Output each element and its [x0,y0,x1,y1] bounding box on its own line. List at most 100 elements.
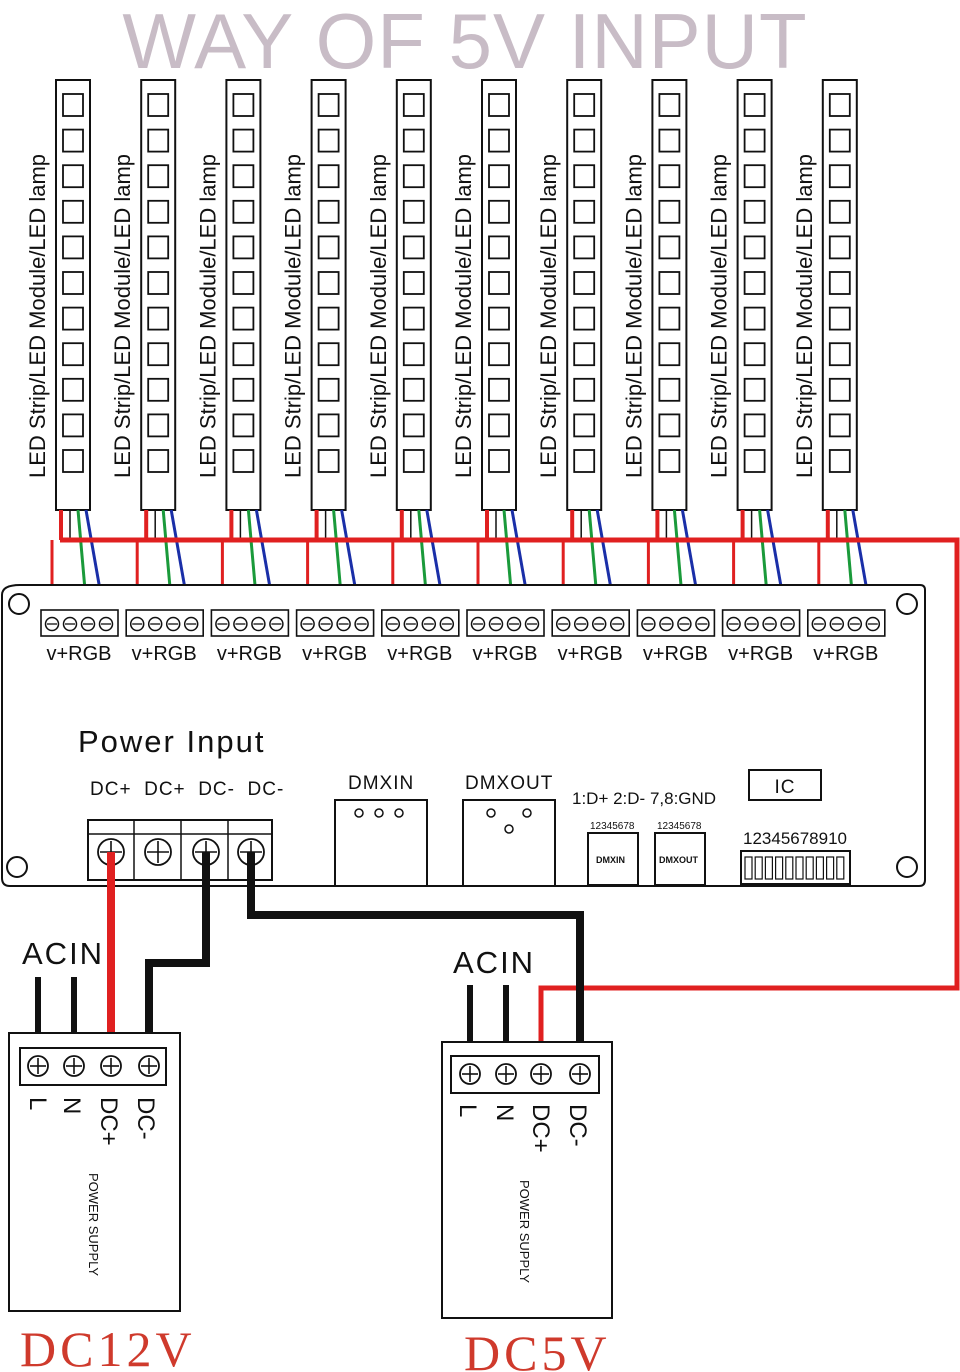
led-strip: LED Strip/LED Module/LED lamp [536,79,603,511]
led-cell [743,271,766,295]
led-cell [573,164,596,189]
dip-switch-numbers: 12345678910 [743,829,847,848]
power-input-title: Power Input [78,724,265,759]
mount-hole-icon [896,593,918,615]
led-cell [62,164,84,189]
output-port: v+RGB [295,609,375,665]
led-cell [828,199,851,224]
led-cell [62,128,84,153]
dip-switch [815,856,825,880]
led-cell [147,449,170,473]
led-cell [828,377,851,402]
led-cell [402,93,425,117]
dip-switch [764,856,774,880]
dmx-pin-icon [486,808,496,818]
led-cell [573,449,596,473]
output-port: v+RGB [721,609,801,665]
led-cell [658,93,681,117]
led-cell [317,199,340,224]
led-cell [317,235,340,260]
led-cell [658,235,681,260]
mini-dmxin-port [587,832,639,886]
led-cell [62,449,84,473]
led-cell [62,413,84,438]
power-supply-label: POWER SUPPLY [86,1173,101,1276]
power-supply-dc12v: ACIN L N DC+ DC- POWER SUPPLY DC12V [8,936,196,1372]
screw-terminal-icon [144,838,172,866]
led-cell [743,342,766,367]
led-cell [573,93,596,117]
mini-dmxout-pins: 12345678 [657,821,702,832]
led-cell [828,449,851,473]
terminal-l: L [454,1104,481,1117]
led-cell [62,93,84,117]
led-strip: LED Strip/LED Module/LED lamp [621,79,688,511]
voltage-label-dc12v: DC12V [20,1321,196,1372]
strip-label: LED Strip/LED Module/LED lamp [536,154,561,478]
port-label: v+RGB [813,643,878,665]
mini-dmxin-label: DMXIN [596,855,625,865]
led-strip: LED Strip/LED Module/LED lamp [792,79,858,511]
led-cell [232,93,255,117]
led-strip: LED Strip/LED Module/LED lamp [281,79,347,511]
led-cell [658,377,681,402]
output-port: v+RGB [210,609,290,665]
led-cell [232,449,255,473]
screw-terminal-icon [569,1063,591,1085]
strip-label: LED Strip/LED Module/LED lamp [451,154,476,478]
led-strip: LED Strip/LED Module/LED lamp [195,79,262,511]
strip-label: LED Strip/LED Module/LED lamp [621,154,646,478]
strip-label: LED Strip/LED Module/LED lamp [195,154,220,478]
led-cell [232,164,255,189]
acin-label: ACIN [453,945,535,980]
led-cell [317,93,340,117]
led-cell [828,413,851,438]
led-cell [62,199,84,224]
led-cell [743,306,766,331]
dmxout-label: DMXOUT [465,773,553,794]
led-cell [573,235,596,260]
dmx-pin-icon [374,808,384,818]
screw-terminal-icon [459,1063,481,1085]
acin-label: ACIN [22,936,104,971]
terminal-dc-minus: DC- [564,1104,591,1147]
led-cell [658,164,681,189]
led-cell [317,342,340,367]
led-cell [147,199,170,224]
led-cell [743,235,766,260]
mini-dmxout-port [654,832,706,886]
led-strip: LED Strip/LED Module/LED lamp [110,79,177,511]
strip-label: LED Strip/LED Module/LED lamp [707,154,732,478]
led-cell [573,306,596,331]
mount-hole-icon [8,593,30,615]
dip-switch [805,856,814,880]
led-cell [317,271,340,295]
led-cell [147,235,170,260]
dip-switch [785,856,794,880]
terminal-n: N [491,1104,518,1121]
led-cell [402,235,425,260]
port-label: v+RGB [46,643,111,665]
led-cell [743,413,766,438]
output-port: v+RGB [125,609,204,665]
led-cell [488,164,510,189]
led-cell [573,271,596,295]
led-cell [402,377,425,402]
led-cell [147,164,170,189]
led-cell [317,377,340,402]
led-cell [147,93,170,117]
strip-label: LED Strip/LED Module/LED lamp [792,154,817,478]
dmx-pin-icon [504,824,514,834]
led-cell [488,413,510,438]
led-cell [317,449,340,473]
led-cell [402,271,425,295]
led-cell [232,199,255,224]
led-cell [317,413,340,438]
led-cell [658,199,681,224]
dmx-pinout-note: 1:D+ 2:D- 7,8:GND [572,789,716,808]
led-cell [317,164,340,189]
port-label: v+RGB [387,643,452,665]
dmxin-label: DMXIN [348,773,414,794]
led-cell [828,93,851,117]
